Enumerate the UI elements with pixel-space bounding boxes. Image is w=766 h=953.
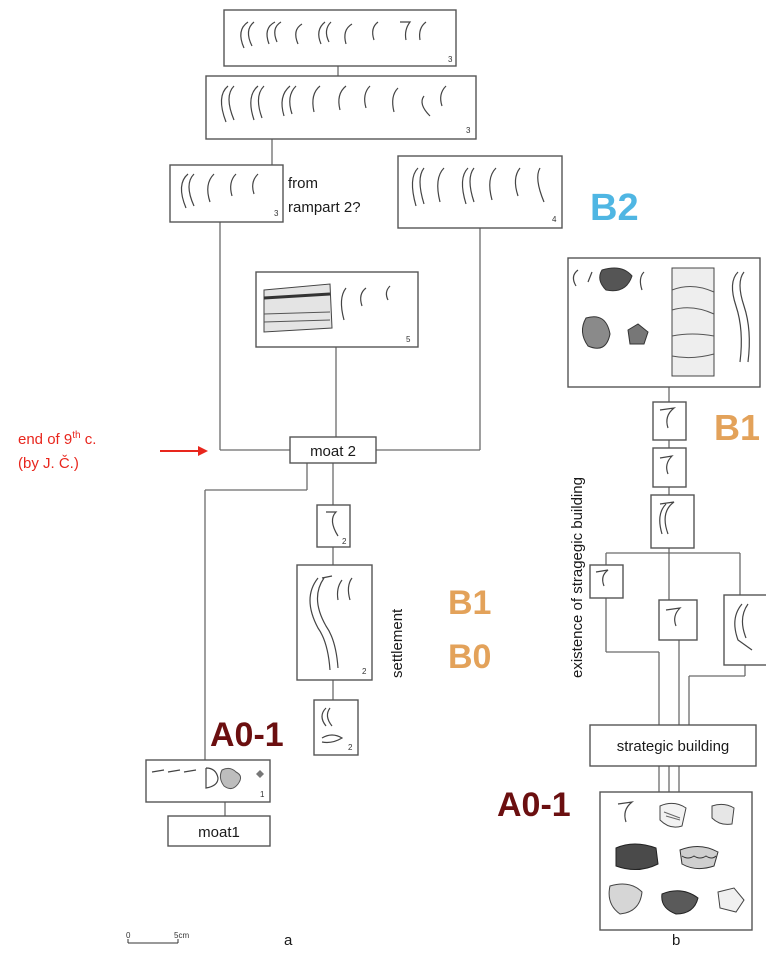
box-number: 3 [448, 55, 453, 64]
rim-profile-sketches [220, 85, 447, 123]
sherd-box-b-bottom [599, 791, 753, 931]
moat-1-label: moat1 [198, 824, 240, 841]
rim-profile-sketches [411, 167, 545, 207]
sherd-box-row3-right: 4 [397, 155, 563, 229]
sherd-box-bottom-left: 1 [145, 759, 271, 803]
box-number: 2 [342, 537, 347, 546]
rim-profile-sketches [263, 283, 391, 333]
box-number: 3 [274, 209, 279, 218]
box-number: 3 [466, 126, 471, 135]
box-number: 5 [406, 335, 411, 344]
panel-a-label: a [284, 932, 293, 949]
rim-profile-sketches [240, 21, 427, 49]
sherd-box-top-2: 3 [205, 75, 477, 140]
moat-2-label: moat 2 [310, 443, 356, 460]
box-number: 2 [362, 667, 367, 676]
phase-a01-left-label: A0-1 [210, 716, 284, 754]
box-number: 2 [348, 743, 353, 752]
sherd-box-b-2 [652, 447, 687, 488]
scale-five: 5cm [174, 931, 189, 940]
connector-lines-b [605, 387, 746, 792]
phase-b0-label: B0 [448, 638, 491, 676]
from-rampart-label-line1: from [288, 175, 318, 192]
sherd-box-b-4 [589, 564, 624, 599]
scale-bar: 0 5cm [126, 931, 189, 944]
sherd-box-row3-left: 3 [169, 164, 284, 223]
rim-profile-sketches [180, 173, 259, 209]
phase-b2-label: B2 [590, 187, 639, 229]
sherd-box-middle: 5 [255, 271, 419, 348]
moat-2-box: moat 2 [289, 436, 377, 464]
sherd-box-top-1: 3 [223, 9, 457, 67]
from-rampart-label-line2: rampart 2? [288, 199, 361, 216]
moat-1-box: moat1 [167, 815, 271, 847]
sherd-box-b-top [567, 257, 761, 388]
scale-zero: 0 [126, 931, 131, 940]
box-number: 1 [260, 790, 265, 799]
sherd-box-settlement: 2 [296, 564, 373, 681]
end-of-9th-century-note: end of 9th c. (by J. Č.) [18, 430, 208, 472]
red-arrow-icon [160, 446, 208, 456]
sherd-box-b-1 [652, 401, 687, 441]
sherd-box-small-3: 2 [313, 699, 359, 756]
end-note-line2: (by J. Č.) [18, 455, 79, 472]
existence-label: existence of stragegic building [569, 477, 586, 678]
box-number: 4 [552, 215, 557, 224]
strategic-building-box: strategic building [589, 724, 757, 767]
strategic-building-label: strategic building [617, 738, 730, 755]
sherd-box-b-3 [650, 494, 695, 549]
panel-b-label: b [672, 932, 680, 949]
end-note-line1: end of 9th c. [18, 430, 96, 448]
sherd-box-b-5 [658, 599, 698, 641]
settlement-label: settlement [389, 608, 406, 678]
connector-lines-a [204, 42, 481, 816]
phase-b1-right-label: B1 [714, 407, 760, 448]
sherd-box-b-6 [723, 594, 766, 666]
phase-b1-mid-label: B1 [448, 584, 491, 622]
sherd-box-small-1: 2 [316, 504, 351, 548]
phase-a01-right-label: A0-1 [497, 786, 571, 824]
